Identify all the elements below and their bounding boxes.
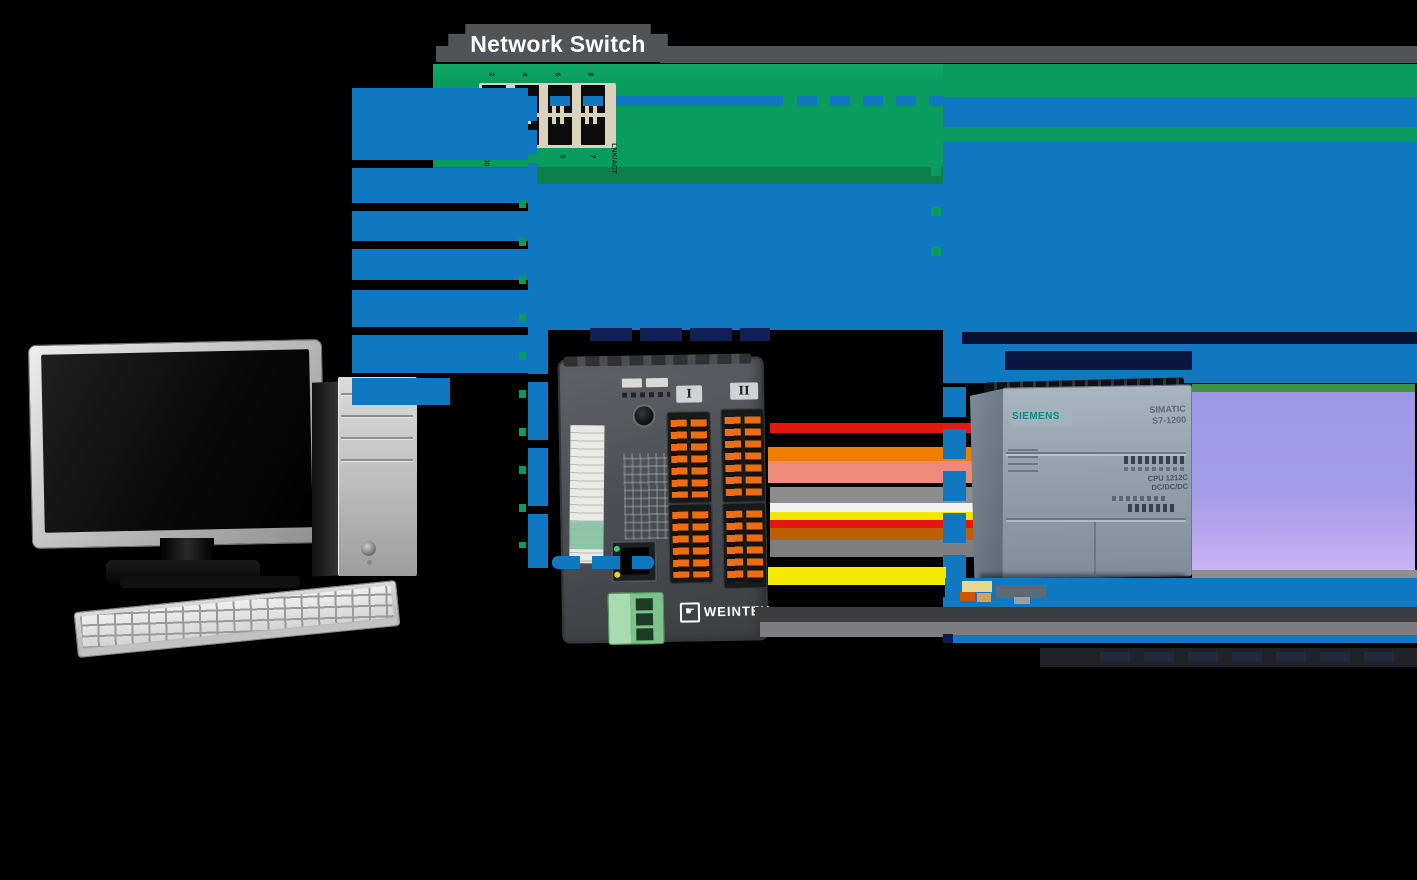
blue-line-navy-cap bbox=[943, 634, 953, 643]
io-wire-dark-orange bbox=[770, 528, 978, 540]
io-wire-gray-2 bbox=[770, 540, 978, 557]
tower-power-led bbox=[367, 560, 372, 565]
green-strip-right bbox=[1192, 384, 1415, 392]
ethernet-trunk-middle bbox=[528, 184, 943, 330]
port-number-label: 6 bbox=[553, 72, 561, 77]
rj45-port bbox=[548, 117, 572, 145]
plc-cpu-text: CPU 1212C DC/DC/DC bbox=[1114, 473, 1189, 494]
ethernet-drop-to-plc bbox=[943, 345, 966, 628]
plc-di-number-row bbox=[1124, 467, 1186, 471]
navy-bar-plc bbox=[1005, 351, 1192, 370]
io-wire-salmon bbox=[768, 461, 978, 483]
plc-panel-groove bbox=[1006, 518, 1186, 520]
ethernet-link-led bbox=[613, 545, 620, 552]
weintek-led-row bbox=[622, 391, 671, 398]
weintek-terminal-module bbox=[668, 503, 714, 584]
connector-blob-tan bbox=[977, 593, 991, 602]
green-dashed-line-left bbox=[519, 170, 526, 548]
ethernet-drop-through-switch bbox=[528, 97, 537, 185]
plc-panel-seam bbox=[1094, 522, 1096, 574]
port-number-label: 4 bbox=[520, 72, 528, 77]
ethernet-trunk-segment bbox=[352, 290, 528, 327]
diagram-title: Network Switch bbox=[470, 31, 646, 57]
connector-blob-steel bbox=[996, 585, 1046, 598]
io-wire-white bbox=[770, 503, 978, 512]
plc-left-side bbox=[970, 388, 1006, 586]
mid-gray-band bbox=[760, 622, 1417, 637]
weintek-pwr-indicator bbox=[621, 378, 643, 388]
pc-monitor bbox=[27, 338, 327, 550]
io-wire-yellow-long bbox=[768, 567, 946, 585]
plc-dq-number-row bbox=[1112, 496, 1168, 501]
ethernet-dashed-line-right bbox=[797, 96, 943, 106]
weintek-slot-badge-1: I bbox=[676, 385, 703, 403]
navy-bar-upper bbox=[962, 332, 1417, 344]
plc-shadow bbox=[980, 574, 1186, 581]
siemens-brand-text: SIEMENS bbox=[1012, 411, 1060, 422]
ethernet-trunk-segment bbox=[352, 168, 528, 203]
ethernet-activity-led bbox=[614, 571, 621, 578]
ethernet-trunk-segment bbox=[352, 378, 450, 405]
io-wire-orange bbox=[768, 447, 978, 461]
plc-model-text: SIMATIC S7-1200 bbox=[1104, 404, 1187, 429]
ethernet-line-center bbox=[633, 96, 783, 106]
switch-bottom-edge bbox=[433, 167, 943, 184]
port-link-label: LNK/ACT bbox=[609, 143, 617, 174]
ethernet-dashes-into-port bbox=[552, 556, 654, 569]
tower-drive-bay bbox=[341, 459, 413, 461]
weintek-id-indicator bbox=[645, 377, 669, 388]
weintek-io-device: I II ☛ WEINTEK bbox=[549, 348, 776, 652]
connector-blob-khaki bbox=[962, 581, 992, 592]
banner-shape bbox=[436, 24, 680, 62]
dark-gray-band bbox=[755, 607, 1417, 622]
weintek-terminal-module bbox=[722, 502, 768, 589]
io-wire-red-2 bbox=[770, 520, 978, 528]
pc-keyboard bbox=[73, 580, 401, 658]
connector-blob-gray bbox=[1014, 597, 1030, 604]
port-number-label: 2 bbox=[487, 72, 495, 77]
dark-band-with-marks bbox=[1040, 648, 1417, 667]
plc-dq-led-row bbox=[1128, 504, 1176, 512]
rj45-port bbox=[581, 117, 605, 145]
tower-power-button bbox=[361, 541, 376, 556]
plc-status-led-cluster bbox=[1008, 446, 1038, 472]
weintek-product-label bbox=[569, 425, 605, 564]
io-wire-gray bbox=[770, 487, 978, 503]
tower-drive-bay bbox=[341, 415, 413, 417]
navy-dashes-weintek bbox=[590, 328, 770, 341]
ethernet-trunk-right bbox=[943, 142, 1417, 383]
weintek-terminal-module bbox=[666, 411, 713, 504]
ethernet-trunk-segment bbox=[352, 249, 528, 280]
tower-drive-bay bbox=[341, 437, 413, 439]
weintek-label-green-stripe bbox=[569, 521, 604, 550]
ethernet-dashed-line-left bbox=[352, 96, 633, 106]
siemens-logo-plate bbox=[1010, 409, 1072, 426]
gray-band-under-panel bbox=[1192, 570, 1417, 578]
plc-di-led-row bbox=[1124, 456, 1186, 464]
weintek-hand-icon: ☛ bbox=[679, 602, 701, 623]
io-wire-red bbox=[770, 423, 978, 433]
plc-panel-groove bbox=[1006, 452, 1186, 454]
port-number-label: 8 bbox=[586, 72, 594, 77]
pc-monitor-screen bbox=[41, 349, 313, 533]
thin-blue-line-bottom bbox=[953, 635, 1417, 643]
pc-monitor-base-foot bbox=[120, 576, 300, 588]
lavender-panel bbox=[1192, 392, 1415, 570]
ethernet-trunk-segment bbox=[352, 335, 528, 373]
port-number-label: 5 bbox=[558, 154, 566, 159]
ethernet-trunk-segment bbox=[352, 211, 528, 241]
port-number-label: 7 bbox=[588, 154, 596, 159]
pc-tower bbox=[338, 377, 417, 576]
weintek-power-connector bbox=[607, 592, 665, 645]
green-dashed-line-right bbox=[931, 167, 941, 262]
weintek-terminal-module bbox=[720, 408, 767, 503]
banner-strip bbox=[660, 46, 1417, 63]
connector-blob-orange bbox=[960, 592, 975, 601]
io-wire-yellow bbox=[770, 512, 978, 520]
ethernet-trunk-right-upper bbox=[943, 97, 1417, 127]
ethernet-drop-to-weintek bbox=[528, 184, 548, 568]
weintek-slot-badge-2: II bbox=[729, 382, 759, 400]
